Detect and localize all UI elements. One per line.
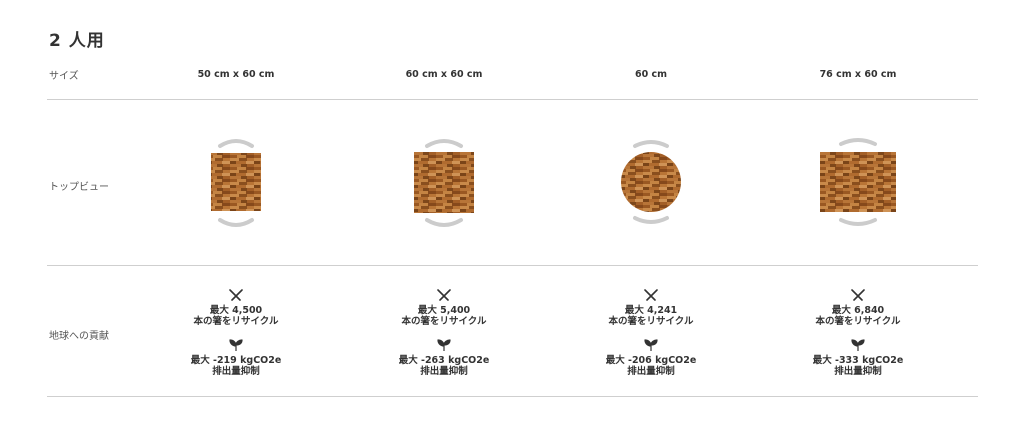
sprout-icon	[758, 339, 958, 353]
sprout-icon	[551, 339, 751, 353]
chopsticks-icon	[551, 289, 751, 303]
co2-amount: 最大 -206 kgCO2e	[605, 355, 697, 366]
chopsticks-caption: 本の箸をリサイクル	[193, 316, 279, 327]
co2-caption: 排出量抑制	[627, 366, 675, 377]
chopsticks-metric-4: 最大 6,840 本の箸をリサイクル	[758, 289, 958, 327]
size-label-2: 60 cm x 60 cm	[405, 69, 483, 80]
tabletop-rect-wide	[820, 152, 896, 212]
co2-caption: 排出量抑制	[420, 366, 468, 377]
row-label-topview: トップビュー	[49, 182, 109, 193]
seat-arc-bottom	[633, 216, 669, 224]
seat-arc-bottom	[425, 218, 463, 227]
tabletop-square	[414, 152, 474, 213]
divider-bottom	[47, 396, 978, 397]
chopsticks-count: 最大 4,500	[209, 305, 263, 316]
co2-metric-4: 最大 -333 kgCO2e 排出量抑制	[758, 339, 958, 377]
chopsticks-metric-3: 最大 4,241 本の箸をリサイクル	[551, 289, 751, 327]
table-topview-3	[619, 136, 683, 228]
chopsticks-caption: 本の箸をリサイクル	[401, 316, 487, 327]
chopsticks-count: 最大 5,400	[417, 305, 471, 316]
seat-arc-top	[839, 138, 877, 146]
seat-arc-top	[218, 139, 254, 148]
seat-arc-top	[425, 139, 463, 148]
chopsticks-metric-1: 最大 4,500 本の箸をリサイクル	[136, 289, 336, 327]
table-topview-1	[206, 134, 266, 230]
co2-caption: 排出量抑制	[212, 366, 260, 377]
chopsticks-caption: 本の箸をリサイクル	[815, 316, 901, 327]
co2-metric-2: 最大 -263 kgCO2e 排出量抑制	[344, 339, 544, 377]
chopsticks-metric-2: 最大 5,400 本の箸をリサイクル	[344, 289, 544, 327]
chopsticks-caption: 本の箸をリサイクル	[608, 316, 694, 327]
size-label-1: 50 cm x 60 cm	[197, 69, 275, 80]
chopsticks-icon	[136, 289, 336, 303]
row-label-impact: 地球への貢献	[49, 331, 109, 342]
table-topview-2	[412, 134, 476, 230]
chopsticks-icon	[758, 289, 958, 303]
sprout-icon	[136, 339, 336, 353]
co2-metric-1: 最大 -219 kgCO2e 排出量抑制	[136, 339, 336, 377]
chopsticks-count: 最大 6,840	[831, 305, 885, 316]
seat-arc-bottom	[218, 218, 254, 227]
size-label-4: 76 cm x 60 cm	[819, 69, 897, 80]
chopsticks-icon	[344, 289, 544, 303]
size-label-3: 60 cm	[634, 69, 668, 80]
sprout-icon	[344, 339, 544, 353]
chopsticks-count: 最大 4,241	[624, 305, 678, 316]
co2-amount: 最大 -219 kgCO2e	[190, 355, 282, 366]
tabletop-round	[621, 152, 681, 212]
table-topview-4	[819, 134, 897, 230]
co2-metric-3: 最大 -206 kgCO2e 排出量抑制	[551, 339, 751, 377]
seat-arc-bottom	[839, 218, 877, 226]
row-label-size: サイズ	[49, 71, 79, 82]
divider-top	[47, 99, 978, 100]
tabletop-rect	[211, 153, 261, 211]
co2-amount: 最大 -263 kgCO2e	[398, 355, 490, 366]
seat-arc-top	[633, 140, 669, 148]
page-title: 2 人用	[49, 31, 105, 51]
co2-caption: 排出量抑制	[834, 366, 882, 377]
co2-amount: 最大 -333 kgCO2e	[812, 355, 904, 366]
divider-middle	[47, 265, 978, 266]
